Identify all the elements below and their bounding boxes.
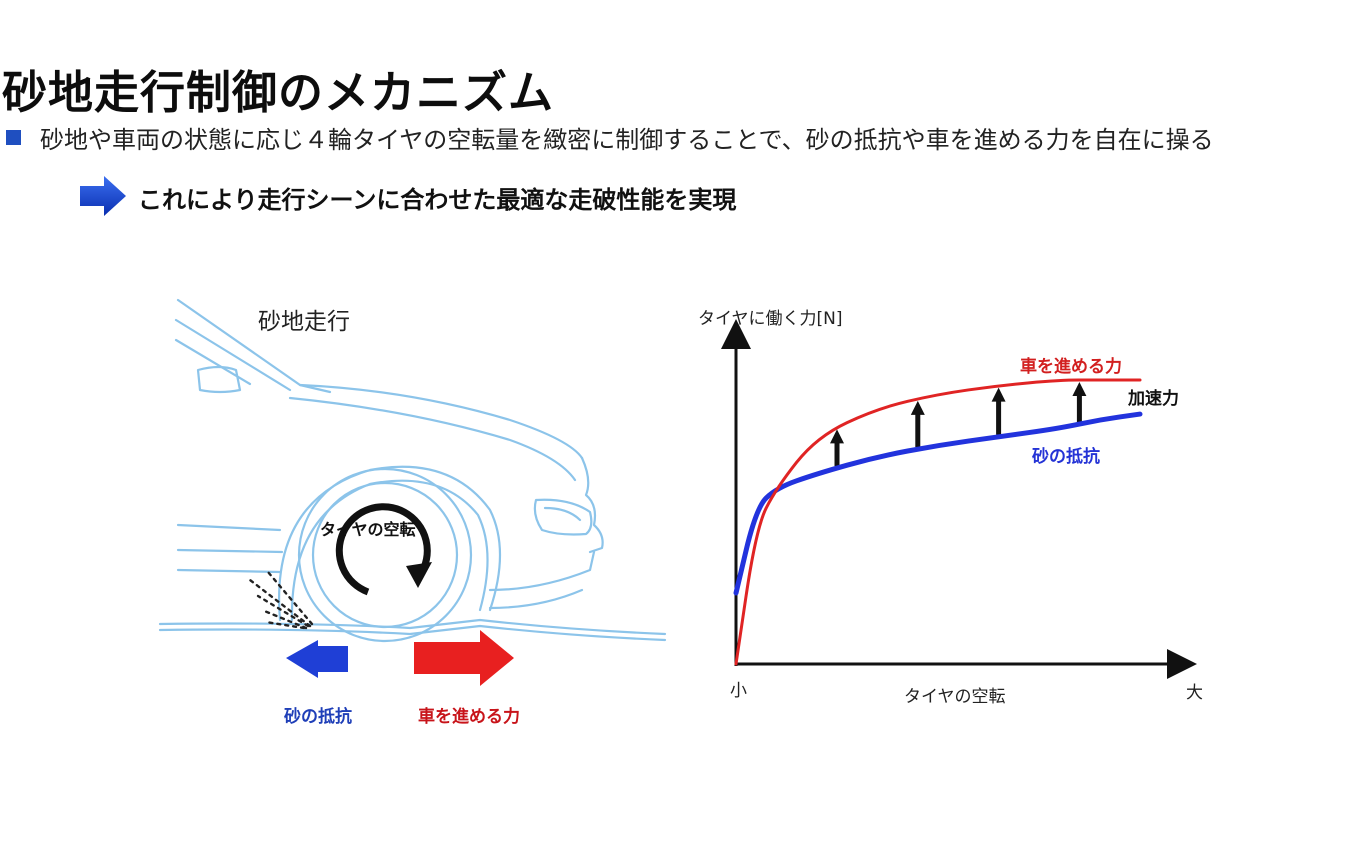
sand-driving-scene: 砂地走行 タイヤの空転 砂の抵抗 車を進める力 [150, 290, 680, 730]
bullet-text: 砂地や車両の状態に応じ４輪タイヤの空転量を緻密に制御することで、砂の抵抗や車を進… [40, 126, 1214, 154]
rotation-arrow-icon [335, 503, 432, 596]
sand-resistance-label: 砂の抵抗 [284, 707, 352, 727]
page-title: 砂地走行制御のメカニズム [2, 66, 555, 119]
series-line-driving-force [734, 378, 1142, 666]
force-graph: タイヤに働く力[N] 車を進める力 加速力 砂の抵抗 小 大 タイヤの空転 [690, 296, 1230, 716]
bullet-square-icon [6, 130, 21, 145]
series-label-sand-resistance: 砂の抵抗 [1032, 447, 1100, 467]
driving-force-label: 車を進める力 [418, 707, 520, 727]
accel-arrow-icon [830, 429, 844, 467]
series-label-driving-force: 車を進める力 [1020, 357, 1122, 377]
series-line-sand-resistance [733, 411, 1143, 596]
y-axis-label: タイヤに働く力[N] [698, 309, 843, 329]
right-arrow-icon [80, 176, 126, 216]
accel-arrow-icon [991, 387, 1006, 435]
vehicle-sketch [158, 298, 667, 686]
x-max-label: 大 [1186, 683, 1203, 703]
accel-arrow-icon [910, 400, 925, 448]
x-min-label: 小 [730, 681, 747, 701]
accel-arrow-icon [1072, 382, 1087, 423]
accel-label: 加速力 [1128, 389, 1179, 409]
x-axis-label: タイヤの空転 [904, 687, 1006, 707]
result-text: これにより走行シーンに合わせた最適な走破性能を実現 [138, 186, 737, 214]
tire-spin-label: タイヤの空転 [320, 520, 416, 539]
scene-title: 砂地走行 [258, 309, 350, 335]
resistance-arrow-icon [286, 640, 348, 678]
force-graph-svg [721, 319, 1197, 679]
drive-force-arrow-icon [414, 630, 514, 686]
